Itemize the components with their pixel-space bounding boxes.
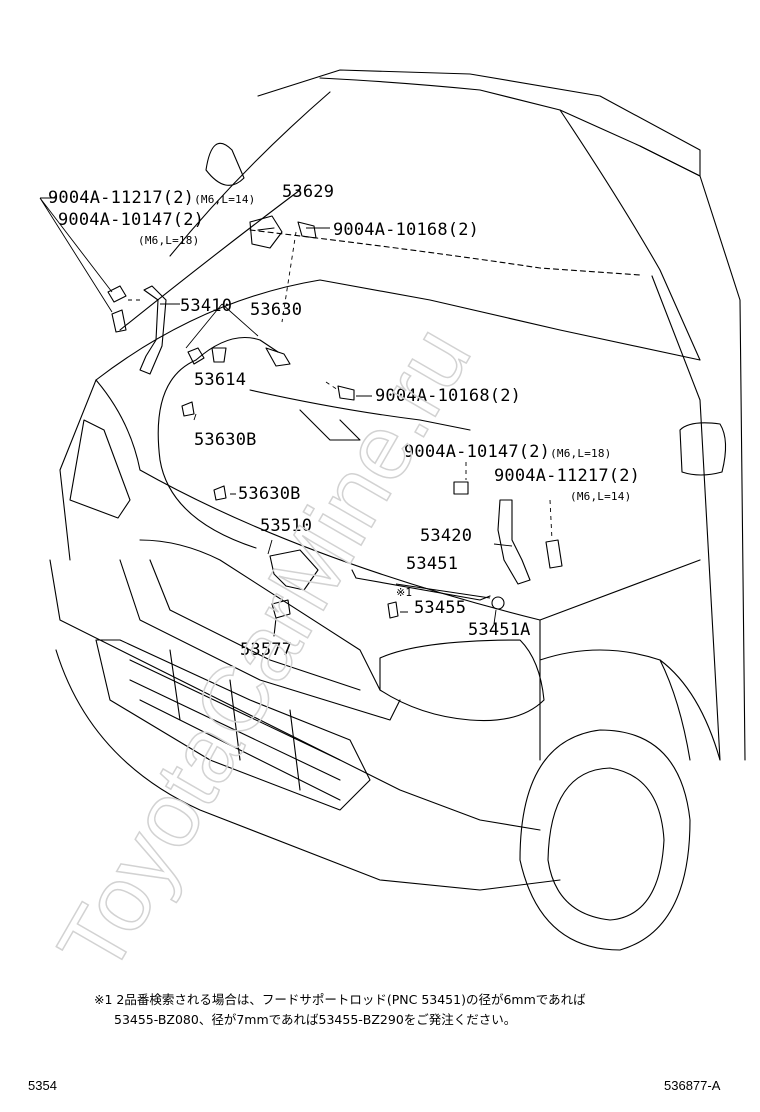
bolt-mid xyxy=(337,385,355,401)
callout-53630B-upper: 53630B xyxy=(194,430,257,450)
wheel-outer xyxy=(519,729,691,951)
callout-bolt-left-1: 9004A-11217(2)(M6,L=14) xyxy=(48,188,256,208)
figure-id: 536877-A xyxy=(664,1078,721,1093)
bolt-right-lower xyxy=(453,481,469,495)
cable-routing xyxy=(195,336,279,361)
mirror-left xyxy=(205,142,245,186)
hood-release-cable xyxy=(157,359,257,549)
headlamp-right xyxy=(379,639,545,722)
callout-bolt-right-2: 9004A-11217(2) xyxy=(494,466,641,486)
windshield-dash xyxy=(249,229,641,276)
hood-right-edge xyxy=(559,109,701,361)
bolt-53577 xyxy=(271,599,291,637)
fender-right xyxy=(539,619,721,761)
callout-bolt-top: 9004A-10168(2) xyxy=(333,220,480,240)
callout-53455: 53455 xyxy=(414,598,467,618)
bolt-left-upper xyxy=(107,285,127,333)
clip-53455 xyxy=(387,601,399,619)
support-rod-holder xyxy=(491,596,505,610)
callout-bolt-mid: 9004A-10168(2) xyxy=(375,386,522,406)
callout-53451: 53451 xyxy=(406,554,459,574)
hood-hinge-right xyxy=(497,499,531,585)
bolt-right-upper xyxy=(545,539,563,569)
footnote: ※1 2品番検索される場合は、フードサポートロッド(PNC 53451)の径が6… xyxy=(94,990,586,1030)
windshield-top xyxy=(319,77,701,177)
callout-53410: 53410 xyxy=(180,296,233,316)
hood-support-rod xyxy=(351,569,491,601)
callout-bolt-right-1: 9004A-10147(2)(M6,L=18) xyxy=(404,442,612,462)
callout-53451A: 53451A xyxy=(468,620,531,640)
bumper-lower xyxy=(55,649,561,891)
page-code-left: 5354 xyxy=(28,1078,57,1093)
wiper-cowl xyxy=(249,389,471,441)
grille-frame xyxy=(119,559,401,721)
footnote-line-1: ※1 2品番検索される場合は、フードサポートロッド(PNC 53451)の径が6… xyxy=(94,992,586,1007)
callout-bolt-left-2: 9004A-10147(2) xyxy=(58,210,205,230)
clamp-53630B-lower xyxy=(213,485,227,501)
hood-surface xyxy=(119,91,331,331)
footnote-line-2: 53455-BZ080、径が7mmであれば53455-BZ290をご発注ください… xyxy=(114,1012,517,1027)
callout-bolt-left-2-spec: (M6,L=18) xyxy=(138,234,200,247)
hood-lock xyxy=(269,549,319,591)
grille-top xyxy=(139,539,381,691)
headlamp-left xyxy=(69,419,131,519)
bumper-upper xyxy=(49,559,541,831)
hood-outline xyxy=(257,69,701,177)
mirror-right xyxy=(679,422,727,476)
grille-inner xyxy=(149,559,361,691)
bolt-top xyxy=(297,221,317,239)
callout-53614: 53614 xyxy=(194,370,247,390)
leader-lines xyxy=(39,197,513,625)
intake-slats xyxy=(129,649,341,801)
callout-53577: 53577 xyxy=(240,640,293,660)
bumper-intake xyxy=(95,639,371,811)
wheel-inner xyxy=(547,767,665,921)
hood-hinge-left xyxy=(139,285,167,375)
a-pillar-right xyxy=(639,145,746,761)
callout-bolt-right-2-spec: (M6,L=14) xyxy=(570,490,632,503)
callout-53630B-lower: 53630B xyxy=(238,484,301,504)
grommet-53614 xyxy=(187,347,227,365)
clamp-53630B-upper xyxy=(181,401,195,417)
callout-53510: 53510 xyxy=(260,516,313,536)
callout-53630: 53630 xyxy=(250,300,303,320)
callout-53420: 53420 xyxy=(420,526,473,546)
callout-53629: 53629 xyxy=(282,182,335,202)
callout-note-mark: ※1 xyxy=(396,586,413,599)
part-53629-plate xyxy=(249,215,283,249)
clamp-53630 xyxy=(265,347,291,367)
